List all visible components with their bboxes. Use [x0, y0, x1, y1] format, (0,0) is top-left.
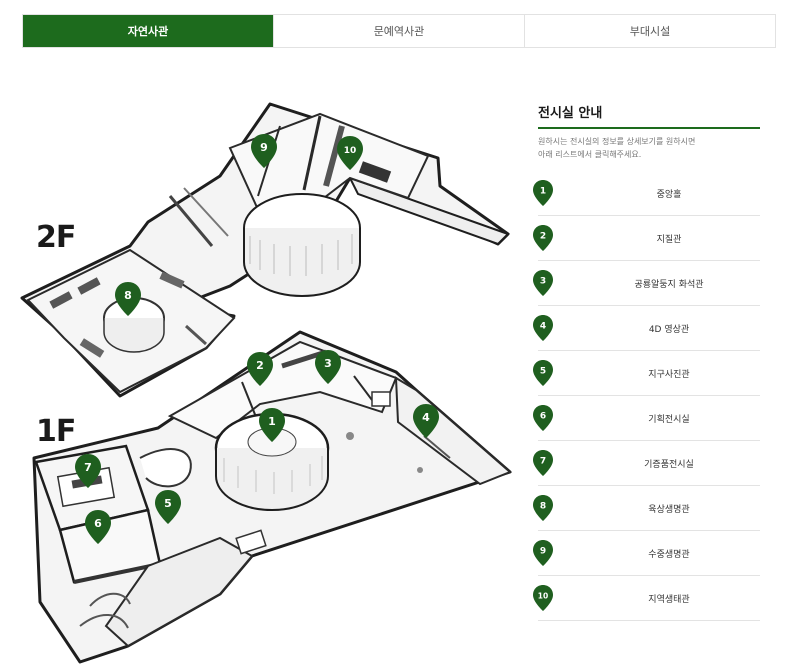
exhibition-guide: 전시실 안내 원하시는 전시실의 정보를 상세보기를 원하시면 아래 리스트에서…: [533, 102, 760, 621]
room-pin-number: 10: [538, 592, 548, 601]
map-pin-label: 5: [164, 497, 172, 510]
guide-divider: [538, 127, 760, 129]
room-name: 기증품전시실: [644, 459, 694, 470]
room-pin-number: 7: [540, 457, 546, 467]
category-tabs: 자연사관 문예역사관 부대시설: [22, 14, 776, 48]
map-pin-icon: 5: [533, 360, 553, 386]
map-pin-label: 3: [324, 357, 332, 370]
map-pin-label: 4: [422, 411, 430, 424]
room-pin-number: 2: [540, 232, 546, 242]
map-pin-label: 2: [256, 359, 264, 372]
room-pin-number: 6: [540, 412, 546, 422]
room-pin-number: 1: [540, 187, 546, 197]
map-pin-icon: 2: [533, 225, 553, 251]
room-pin-number: 4: [540, 322, 546, 332]
map-pin-6[interactable]: 6: [85, 510, 111, 544]
floor-label-1f: 1F: [36, 414, 76, 449]
room-name: 중앙홀: [656, 189, 682, 200]
room-pin-number: 9: [540, 547, 546, 557]
room-name: 지구사진관: [648, 369, 690, 380]
guide-title: 전시실 안내: [538, 106, 603, 121]
room-item-5[interactable]: 5 지구사진관: [533, 351, 760, 396]
room-item-7[interactable]: 7 기증품전시실: [533, 441, 760, 486]
floor-plan-drawing: 1 2 3 4 5 6 7 8: [20, 102, 512, 664]
room-name: 수중생명관: [648, 549, 690, 560]
floor-1f-plan: [32, 330, 512, 664]
map-pin-5[interactable]: 5: [155, 490, 181, 524]
floor-2f-plan: [20, 102, 510, 398]
room-item-3[interactable]: 3 공룡알둥지 화석관: [533, 261, 760, 306]
room-pin-number: 3: [540, 277, 546, 287]
map-pin-icon: 9: [533, 540, 553, 566]
map-pin-label: 6: [94, 517, 102, 530]
map-pin-icon: 7: [533, 450, 553, 476]
map-pin-2[interactable]: 2: [247, 352, 273, 386]
room-pin-number: 5: [540, 367, 546, 377]
tab-culture-history[interactable]: 문예역사관: [274, 15, 525, 47]
map-pin-icon: 3: [533, 270, 553, 296]
map-pin-label: 10: [344, 146, 357, 156]
room-item-1[interactable]: 1 중앙홀: [533, 171, 760, 216]
room-name: 지질관: [656, 234, 682, 245]
map-pin-label: 9: [260, 141, 268, 154]
room-name: 육상생명관: [648, 504, 690, 515]
map-pin-icon: 10: [533, 585, 553, 611]
floor-map: 1 2 3 4 5 6 7 8: [20, 86, 518, 666]
map-pin-9[interactable]: 9: [251, 134, 277, 168]
tab-facilities[interactable]: 부대시설: [629, 25, 671, 38]
room-name: 지역생태관: [648, 594, 690, 605]
map-pin-8[interactable]: 8: [115, 282, 141, 316]
room-item-4[interactable]: 4 4D 영상관: [533, 306, 760, 351]
map-pin-7[interactable]: 7: [75, 454, 101, 488]
map-pin-10[interactable]: 10: [337, 136, 363, 170]
room-item-10[interactable]: 10 지역생태관: [533, 576, 760, 621]
room-item-8[interactable]: 8 육상생명관: [533, 486, 760, 531]
map-pin-1[interactable]: 1: [259, 408, 285, 442]
map-pin-icon: 6: [533, 405, 553, 431]
room-item-6[interactable]: 6 기획전시실: [533, 396, 760, 441]
room-name: 공룡알둥지 화석관: [634, 279, 704, 290]
map-pin-4[interactable]: 4: [413, 404, 439, 438]
map-pin-label: 7: [84, 461, 92, 474]
guide-description-line: 아래 리스트에서 클릭해주세요.: [538, 150, 642, 159]
room-name: 기획전시실: [648, 414, 690, 425]
map-pin-3[interactable]: 3: [315, 350, 341, 384]
map-pin-icon: 8: [533, 495, 553, 521]
room-item-9[interactable]: 9 수중생명관: [533, 531, 760, 576]
room-name: 4D 영상관: [648, 324, 690, 335]
room-pin-number: 8: [540, 502, 546, 512]
guide-description: 원하시는 전시실의 정보를 상세보기를 원하시면 아래 리스트에서 클릭해주세요…: [538, 135, 760, 161]
guide-description-line: 원하시는 전시실의 정보를 상세보기를 원하시면: [538, 137, 696, 146]
room-item-2[interactable]: 2 지질관: [533, 216, 760, 261]
map-pin-icon: 4: [533, 315, 553, 341]
room-list: 1 중앙홀 2 지질관 3 공룡알둥지 화석관 4 4D 영상관: [533, 171, 760, 621]
map-pin-icon: 1: [533, 180, 553, 206]
map-pin-label: 8: [124, 289, 132, 302]
floor-label-2f: 2F: [36, 220, 76, 255]
map-pin-label: 1: [268, 415, 276, 428]
tab-natural-history[interactable]: 자연사관: [23, 15, 274, 47]
